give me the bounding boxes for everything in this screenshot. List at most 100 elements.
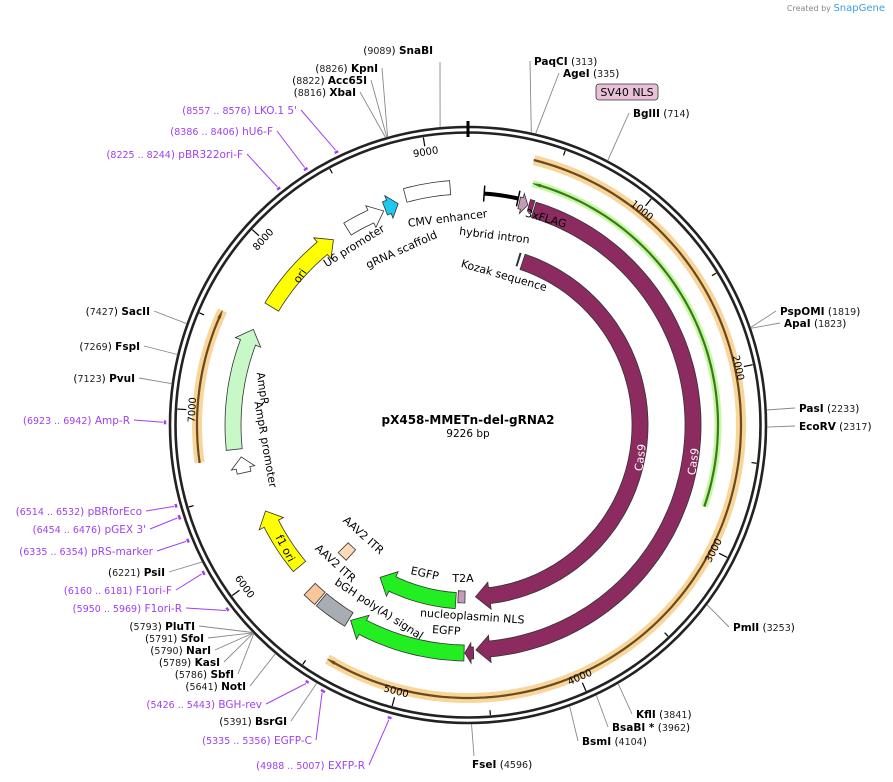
grna-scaffold-arrow[interactable] (381, 194, 399, 220)
primer-name: pGEX 3' (104, 524, 146, 536)
tick-mark (562, 150, 566, 156)
enzyme-site-psii[interactable]: (6221) PsiI (108, 567, 165, 579)
sv40-nls-text: SV40 NLS (600, 86, 653, 99)
enzyme-site-pspomi[interactable]: PspOMI (1819) (780, 306, 860, 318)
tick-mark (751, 461, 757, 464)
primer-pgex3[interactable]: (6454 .. 6476) pGEX 3' (32, 524, 146, 536)
enzyme-site-sacii[interactable]: (7427) SacII (86, 306, 150, 318)
t2a-box[interactable] (457, 590, 466, 604)
enzyme-name: PspOMI (780, 306, 825, 318)
orf-arrow (327, 158, 743, 700)
ampr-arrow[interactable] (224, 328, 262, 451)
green-orf-arrow (532, 183, 720, 508)
label-egfp-outer: EGFP (432, 623, 462, 638)
cas9-inner-arrow[interactable] (474, 253, 649, 611)
enzyme-site-noti[interactable]: (5641) NotI (185, 681, 246, 693)
enzyme-line (138, 377, 172, 385)
3xflag-arrow[interactable] (517, 191, 529, 215)
sv40-nls-feature[interactable] (526, 199, 536, 213)
label-lines (133, 60, 796, 766)
primer-mark (177, 514, 182, 520)
primer-range: 6454 .. 6476 (37, 525, 97, 536)
enzyme-position: 4104 (619, 737, 643, 748)
enzyme-site-apai[interactable]: ApaI (1823) (784, 318, 846, 330)
primer-pbr322orif[interactable]: (8225 .. 8244) pBR322ori-F (106, 149, 243, 161)
enzyme-position: 6221 (112, 568, 136, 579)
aav2-itr-outer-box[interactable] (303, 582, 326, 606)
created-by-text: Created by (786, 4, 831, 13)
primer-line (175, 573, 203, 591)
kozak-sequence-mark[interactable] (515, 252, 522, 267)
enzyme-position: 5793 (134, 622, 158, 633)
enzyme-site-nari[interactable]: (5790) NarI (150, 645, 211, 657)
ori-arrow[interactable] (264, 237, 334, 312)
primer-egfpc[interactable]: (5335 .. 5356) EGFP-C (202, 735, 312, 747)
enzyme-site-fsei[interactable]: FseI (4596) (472, 759, 532, 771)
plasmid-length: 9226 bp (446, 428, 490, 440)
enzyme-site-xbai[interactable]: (8816) XbaI (294, 87, 356, 99)
f1-ori-arrow[interactable] (258, 510, 307, 573)
enzyme-site-ecorv[interactable]: EcoRV (2317) (799, 421, 872, 433)
enzyme-site-pluti[interactable]: (5793) PluTI (129, 621, 195, 633)
ampr-promoter-arrow[interactable] (230, 456, 256, 475)
enzyme-site-pvui[interactable]: (7123) PvuI (73, 373, 135, 385)
enzyme-site-paqci[interactable]: PaqCI (313) (534, 56, 597, 68)
cas9-outer-arrow[interactable] (475, 201, 702, 664)
primer-hu6f[interactable]: (8386 .. 8406) hU6-F (170, 126, 273, 138)
enzyme-site-kasi[interactable]: (5789) KasI (159, 657, 220, 669)
label-cas9-outer: Cas9 (685, 447, 702, 476)
sv40-nls-label[interactable]: SV40 NLS (595, 83, 659, 101)
nucleoplasmin-nls-arrow[interactable] (464, 641, 475, 665)
egfp-inner-arrow[interactable] (379, 571, 457, 610)
enzyme-position: 3962 (662, 723, 686, 734)
primer-pbrforeco[interactable]: (6514 .. 6532) pBRforEco (16, 506, 142, 518)
primer-range: 6514 .. 6532 (20, 507, 80, 518)
enzyme-site-pasi[interactable]: PasI (2233) (799, 403, 859, 415)
enzyme-site-agei[interactable]: AgeI (335) (563, 68, 619, 80)
enzyme-name: ApaI (784, 318, 811, 330)
primer-range: 8225 .. 8244 (110, 150, 170, 161)
enzyme-site-pmli[interactable]: PmlI (3253) (733, 622, 795, 634)
primer-f1orif[interactable]: (6160 .. 6181) F1ori-F (64, 585, 172, 597)
enzyme-name: XbaI (329, 87, 356, 99)
primer-line (315, 692, 323, 741)
feature-layer (224, 180, 702, 665)
enzyme-site-acc65i[interactable]: (8822) Acc65I (292, 75, 367, 87)
hybrid-intron-bar[interactable] (484, 191, 519, 201)
bgh-polya-box[interactable] (315, 592, 354, 627)
enzyme-site-bsmi[interactable]: BsmI (4104) (582, 736, 647, 748)
primer-f1orir[interactable]: (5950 .. 5969) F1ori-R (73, 603, 182, 615)
snapgene-branding: Created by SnapGene (787, 3, 885, 14)
enzyme-site-sfoi[interactable]: (5791) SfoI (145, 633, 204, 645)
enzyme-line (249, 653, 276, 687)
enzyme-site-kpni[interactable]: (8826) KpnI (315, 63, 378, 75)
primer-ampr[interactable]: (6923 .. 6942) Amp-R (23, 415, 130, 427)
egfp-outer-arrow[interactable] (350, 614, 465, 662)
enzyme-name: FseI (472, 759, 496, 771)
primer-bghrev[interactable]: (5426 .. 5443) BGH-rev (146, 699, 262, 711)
primer-lko15[interactable]: (8557 .. 8576) LKO.1 5' (182, 105, 297, 117)
enzyme-position: 8816 (298, 88, 322, 99)
primer-name: LKO.1 5' (254, 105, 297, 117)
enzyme-site-sbfi[interactable]: (5786) SbfI (175, 669, 234, 681)
primer-prsmarker[interactable]: (6335 .. 6354) pRS-marker (19, 546, 154, 558)
label-ampr-promoter: AmpR promoter (251, 400, 279, 489)
enzyme-site-kfli[interactable]: KflI (3841) (636, 709, 692, 721)
enzyme-name: PaqCI (534, 56, 568, 68)
enzyme-site-bsrgi[interactable]: (5391) BsrGI (219, 716, 287, 728)
tick-label: 6000 (232, 574, 256, 601)
enzyme-name: NotI (221, 681, 246, 693)
u6-promoter-arrow[interactable] (343, 205, 385, 236)
tick-label: 8000 (251, 227, 276, 253)
enzyme-site-bsabi[interactable]: BsaBI * (3962) (612, 722, 690, 734)
cmv-enhancer-box[interactable] (402, 180, 452, 203)
enzyme-position: 714 (667, 109, 685, 120)
enzyme-site-snabi[interactable]: (9089) SnaBI (363, 45, 433, 57)
primer-exfpr[interactable]: (4988 .. 5007) EXFP-R (256, 760, 365, 772)
enzyme-position: 5790 (154, 646, 178, 657)
label-layer: (9089) SnaBI (8826) KpnI(8822) Acc65I(881… (16, 45, 872, 772)
enzyme-position: 8826 (319, 64, 343, 75)
enzyme-site-fspi[interactable]: (7269) FspI (79, 341, 140, 353)
aav2-itr-inner-box[interactable] (337, 542, 357, 561)
enzyme-site-bglii[interactable]: BglII (714) (633, 108, 690, 120)
